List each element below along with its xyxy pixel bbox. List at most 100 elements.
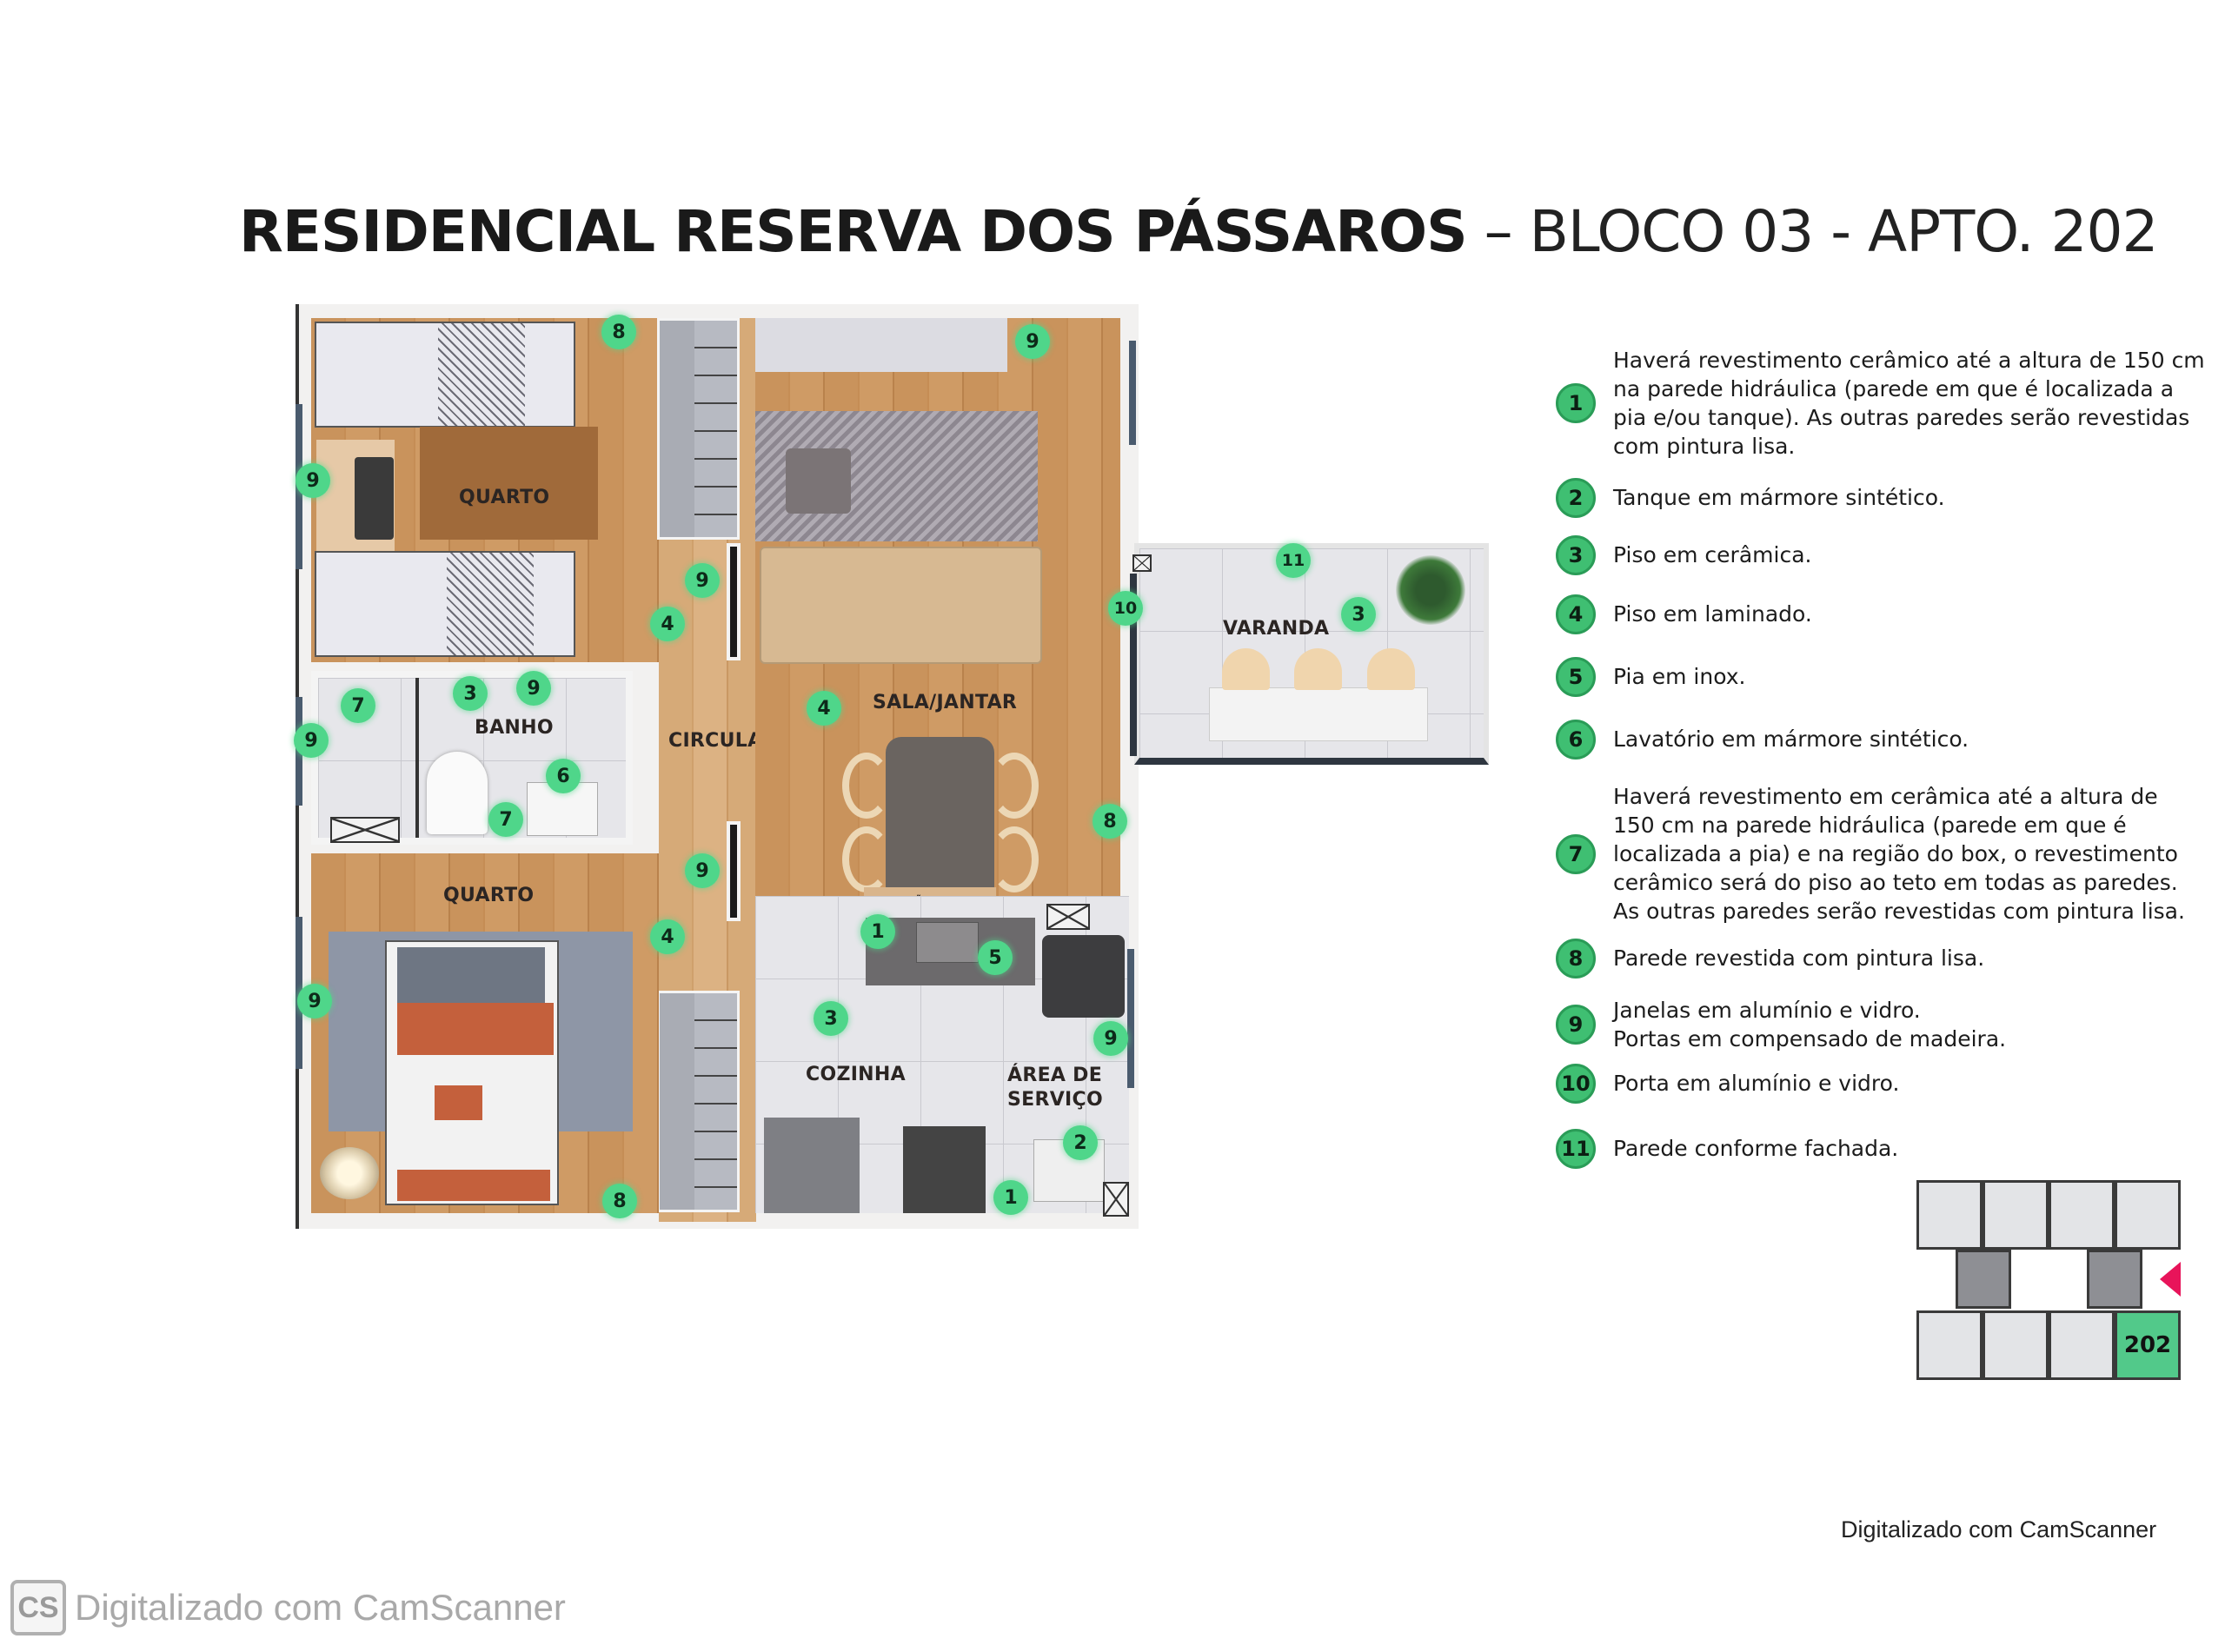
legend-badge: 1 — [1556, 383, 1596, 423]
legend-badge: 11 — [1556, 1128, 1596, 1169]
floor-plan: QUARTO CIRCULAÇÃO BANHO QUARTO SALA/J — [296, 304, 1139, 1229]
plan-marker-9: 9 — [1015, 324, 1050, 359]
room-label-sala-jantar: SALA/JANTAR — [873, 692, 1018, 713]
plan-marker-4: 4 — [650, 607, 685, 641]
legend-text: Tanque em mármore sintético. — [1613, 485, 1945, 510]
location-arrow-icon — [2160, 1262, 2181, 1297]
legend-badge: 10 — [1556, 1063, 1596, 1104]
single-bed-bottom — [315, 551, 575, 657]
dining-chair — [842, 826, 891, 892]
unit-cell — [2049, 1310, 2115, 1380]
watermark-text: Digitalizado com CamScanner — [75, 1587, 566, 1628]
pillow-orange — [435, 1085, 482, 1120]
room-label-varanda: VARANDA — [1223, 618, 1330, 640]
title-project-name: RESIDENCIAL RESERVA DOS PÁSSAROS — [239, 198, 1468, 265]
plan-marker-3: 3 — [1341, 597, 1376, 632]
plan-marker-1: 1 — [860, 914, 895, 949]
fridge — [764, 1118, 860, 1213]
room-label-banho: BANHO — [475, 717, 554, 739]
legend-badge: 6 — [1556, 719, 1596, 760]
plan-marker-9: 9 — [297, 984, 332, 1018]
block-location-map: 202 — [1916, 1180, 2182, 1387]
balcony-chair — [1222, 648, 1270, 690]
balcony-chair — [1367, 648, 1415, 690]
desk-chair — [355, 457, 394, 540]
page-title: RESIDENCIAL RESERVA DOS PÁSSAROS – BLOCO… — [239, 198, 2159, 265]
title-unit: BLOCO 03 - APTO. 202 — [1529, 198, 2159, 265]
wardrobe-top — [657, 318, 740, 540]
rug — [420, 427, 598, 540]
tv-rack — [755, 318, 1007, 372]
drain-x-tank — [1103, 1182, 1129, 1217]
room-label-area-servico: ÁREA DE SERVIÇO — [1007, 1064, 1103, 1112]
sofa — [760, 547, 1042, 664]
drain-x-service — [1046, 904, 1090, 930]
plan-marker-8: 8 — [602, 1184, 637, 1218]
room-varanda: VARANDA — [1134, 543, 1489, 765]
blanket-grey — [397, 947, 545, 1008]
legend-text: Pia em inox. — [1613, 664, 1746, 689]
window-sala — [1129, 341, 1136, 445]
legend-text: Piso em laminado. — [1613, 601, 1812, 627]
stair-core — [1956, 1250, 2011, 1309]
single-bed-top — [315, 322, 575, 428]
plan-marker-2: 2 — [1063, 1125, 1098, 1160]
area-servico-line-1: ÁREA DE — [1007, 1065, 1103, 1086]
shower-box-divider — [415, 678, 419, 838]
plan-marker-9: 9 — [296, 463, 330, 498]
legend-text: Piso em cerâmica. — [1613, 542, 1812, 567]
legend-badge: 7 — [1556, 833, 1596, 874]
room-quarto-1: QUARTO — [311, 318, 659, 662]
unit-cell — [1916, 1180, 1983, 1250]
plan-marker-9: 9 — [516, 671, 551, 706]
plan-marker-7: 7 — [341, 688, 375, 723]
unit-cell-active: 202 — [2115, 1310, 2181, 1380]
legend-text: Parede conforme fachada. — [1613, 1136, 1899, 1161]
stair-core — [2087, 1250, 2142, 1309]
legend-text: Parede revestida com pintura lisa. — [1613, 945, 1985, 971]
wardrobe-bottom — [657, 991, 740, 1212]
legend-badge: 4 — [1556, 594, 1596, 634]
unit-cell — [2115, 1180, 2181, 1250]
area-servico-line-2: SERVIÇO — [1007, 1089, 1103, 1111]
plan-marker-3: 3 — [814, 1001, 848, 1036]
room-label-quarto-1: QUARTO — [459, 487, 550, 508]
double-bed — [385, 940, 559, 1205]
plan-marker-8: 8 — [601, 315, 636, 349]
legend-text: Lavatório em mármore sintético. — [1613, 726, 1969, 752]
plan-marker-1: 1 — [993, 1180, 1028, 1215]
room-quarto-2: QUARTO — [311, 853, 659, 1213]
lamp — [320, 1147, 379, 1199]
title-separator: – — [1466, 198, 1530, 265]
dining-chair — [990, 753, 1039, 819]
legend-badge: 3 — [1556, 534, 1596, 575]
plan-marker-4: 4 — [650, 919, 685, 954]
unit-cell — [2049, 1180, 2115, 1250]
plan-marker-6: 6 — [546, 759, 581, 793]
plan-marker-7: 7 — [488, 802, 523, 837]
plan-marker-9: 9 — [685, 563, 720, 598]
plan-marker-11: 11 — [1276, 543, 1311, 578]
door-varanda — [1130, 574, 1137, 756]
hall-door-bottom — [727, 821, 741, 921]
plan-marker-8: 8 — [1093, 804, 1127, 839]
plan-marker-3: 3 — [453, 676, 488, 711]
camscanner-watermark: CS Digitalizado com CamScanner — [10, 1580, 566, 1635]
legend-text: Porta em alumínio e vidro. — [1613, 1071, 1900, 1096]
washing-machine — [1042, 935, 1125, 1018]
dining-chair — [842, 753, 891, 819]
plan-marker-9: 9 — [1093, 1021, 1128, 1056]
room-label-cozinha: COZINHA — [806, 1064, 906, 1085]
unit-cell — [1983, 1310, 2049, 1380]
legend-text: Haverá revestimento cerâmico até a altur… — [1613, 348, 2205, 459]
toilet — [427, 752, 488, 834]
legend-badge: 2 — [1556, 477, 1596, 518]
room-cozinha: COZINHA ÁREA DE SERVIÇO — [755, 896, 1129, 1213]
balcony-chair — [1294, 648, 1342, 690]
plan-marker-10: 10 — [1108, 591, 1143, 626]
dining-chair — [990, 826, 1039, 892]
plan-marker-4: 4 — [807, 691, 841, 726]
legend-text: Haverá revestimento em cerâmica até a al… — [1613, 784, 2185, 924]
plan-marker-9: 9 — [685, 853, 720, 888]
blanket-orange — [397, 1003, 554, 1055]
